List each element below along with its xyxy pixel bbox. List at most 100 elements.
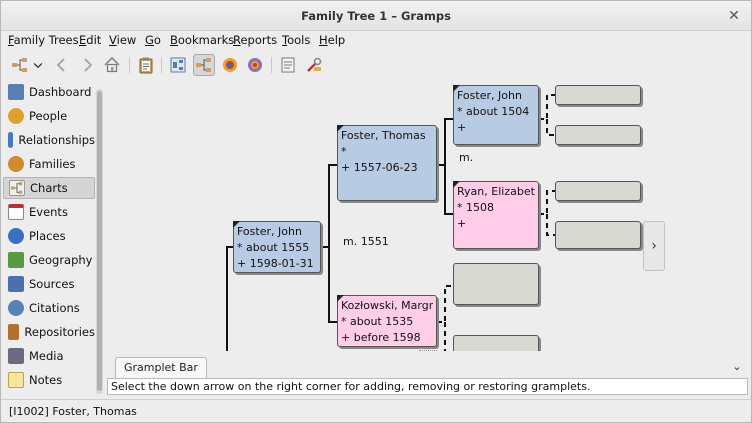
person-box-empty[interactable] <box>453 263 539 305</box>
gramplet-message: Select the down arrow on the right corne… <box>107 378 748 395</box>
sidebar-item-geography[interactable]: Geography <box>3 249 95 271</box>
menu-go[interactable]: Go <box>145 33 161 47</box>
sidebar-item-label: People <box>29 109 68 123</box>
pedigree-view-icon[interactable] <box>167 54 189 76</box>
box-corner-marker <box>453 85 460 92</box>
pedigree-connectors <box>226 94 555 351</box>
toolbar-separator <box>129 57 130 73</box>
citations-icon <box>8 300 24 316</box>
fan-chart-icon[interactable] <box>193 54 215 76</box>
chevron-right-icon: › <box>651 238 657 254</box>
sidebar-item-families[interactable]: Families <box>3 153 95 175</box>
sidebar-item-label: Media <box>29 349 64 363</box>
sidebar-scrollbar-thumb[interactable] <box>97 91 102 391</box>
dropdown-arrow-icon[interactable] <box>31 54 45 76</box>
marriage-label: m. 1551 <box>343 235 389 248</box>
sidebar-item-label: Relationships <box>18 133 95 147</box>
person-birth: * about 1555 <box>237 241 310 254</box>
gramplet-tab-strip: Gramplet Bar ⌄ <box>107 357 747 379</box>
window-title: Family Tree 1 – Gramps <box>301 9 451 23</box>
pane-resize-handle[interactable] <box>419 350 437 353</box>
sidebar-item-relationships[interactable]: Relationships <box>3 129 95 151</box>
close-icon[interactable]: ✕ <box>728 8 740 24</box>
sidebar-item-label: Families <box>29 157 76 171</box>
notes-icon <box>8 372 24 388</box>
sidebar-item-label: Events <box>29 205 68 219</box>
sidebar-item-label: Notes <box>29 373 63 387</box>
tab-gramplet-bar[interactable]: Gramplet Bar <box>115 357 207 379</box>
person-box-paternal-grandmother[interactable]: Ryan, Elizabeth * 1508 + <box>453 181 539 249</box>
menu-tools[interactable]: Tools <box>282 33 311 47</box>
sidebar-item-label: Charts <box>30 181 68 195</box>
tree-view-icon[interactable] <box>9 54 31 76</box>
person-death: + before 1598 <box>341 331 421 344</box>
sidebar-item-charts[interactable]: Charts <box>3 177 95 199</box>
navigator-sidebar: Dashboard People Relationships Families … <box>1 81 105 397</box>
sidebar-scrollbar[interactable] <box>96 89 103 394</box>
sidebar-item-events[interactable]: Events <box>3 201 95 223</box>
menu-bookmarks[interactable]: Bookmarks <box>170 33 235 47</box>
person-box-empty[interactable] <box>555 85 641 105</box>
sidebar-item-label: Geography <box>29 253 93 267</box>
sidebar-item-dashboard[interactable]: Dashboard <box>3 81 95 103</box>
descendant-fan-icon[interactable] <box>219 54 241 76</box>
person-box-paternal-grandfather[interactable]: Foster, John * about 1504 + <box>453 85 539 145</box>
sidebar-item-label: Places <box>29 229 66 243</box>
sidebar-item-notes[interactable]: Notes <box>3 369 95 391</box>
people-icon <box>8 108 24 124</box>
repositories-icon <box>8 324 20 340</box>
families-icon <box>8 156 24 172</box>
box-corner-marker <box>337 295 344 302</box>
person-name: Foster, Thomas <box>341 129 426 142</box>
menu-help[interactable]: Help <box>319 33 346 47</box>
chevron-down-icon[interactable]: ⌄ <box>732 360 742 373</box>
geography-icon <box>8 252 24 268</box>
charts-icon <box>9 180 25 196</box>
person-box-active[interactable]: Foster, John * about 1555 + 1598-01-31 <box>233 221 321 273</box>
two-way-fan-icon[interactable] <box>244 54 266 76</box>
menubar: Family Trees Edit View Go Bookmarks Repo… <box>1 31 751 51</box>
title-bar: Family Tree 1 – Gramps ✕ <box>1 1 751 31</box>
back-icon[interactable] <box>51 54 73 76</box>
forward-icon[interactable] <box>76 54 98 76</box>
pedigree-chart: Foster, John * about 1555 + 1598-01-31 m… <box>107 81 747 351</box>
person-name: Foster, John <box>237 225 302 238</box>
person-box-empty[interactable] <box>555 181 641 201</box>
menu-view[interactable]: View <box>109 33 137 47</box>
tools-icon[interactable] <box>303 54 325 76</box>
person-box-empty[interactable] <box>555 125 641 145</box>
person-birth: * <box>341 145 347 158</box>
person-box-mother[interactable]: Kozłowski, Margret * about 1535 + before… <box>337 295 437 347</box>
box-corner-marker <box>337 125 344 132</box>
sidebar-item-media[interactable]: Media <box>3 345 95 367</box>
person-birth: * 1508 <box>457 201 494 214</box>
person-name: Kozłowski, Margret <box>341 299 433 312</box>
toolbar-separator <box>271 57 272 73</box>
sidebar-item-label: Dashboard <box>29 85 92 99</box>
status-text: [I1002] Foster, Thomas <box>9 405 137 418</box>
home-icon[interactable] <box>101 54 123 76</box>
sidebar-item-people[interactable]: People <box>3 105 95 127</box>
menu-edit[interactable]: Edit <box>79 33 102 47</box>
menu-family-trees[interactable]: Family Trees <box>8 33 79 47</box>
box-corner-marker <box>453 181 460 188</box>
report-icon[interactable] <box>277 54 299 76</box>
sidebar-item-citations[interactable]: Citations <box>3 297 95 319</box>
person-box-empty[interactable] <box>555 221 641 249</box>
media-icon <box>8 348 24 364</box>
relationships-icon <box>8 132 14 148</box>
expand-right-button[interactable]: › <box>643 221 665 271</box>
sidebar-item-sources[interactable]: Sources <box>3 273 95 295</box>
person-death: + <box>457 217 467 230</box>
person-birth: * about 1504 <box>457 105 530 118</box>
sidebar-item-repositories[interactable]: Repositories <box>3 321 95 343</box>
places-icon <box>8 228 24 244</box>
menu-reports[interactable]: Reports <box>233 33 278 47</box>
person-box-empty[interactable] <box>453 335 539 351</box>
person-name: Foster, John <box>457 89 522 102</box>
person-birth: * about 1535 <box>341 315 414 328</box>
clipboard-icon[interactable] <box>135 54 157 76</box>
sidebar-item-places[interactable]: Places <box>3 225 95 247</box>
person-box-father[interactable]: Foster, Thomas * + 1557-06-23 <box>337 125 437 201</box>
box-corner-marker <box>233 221 240 228</box>
